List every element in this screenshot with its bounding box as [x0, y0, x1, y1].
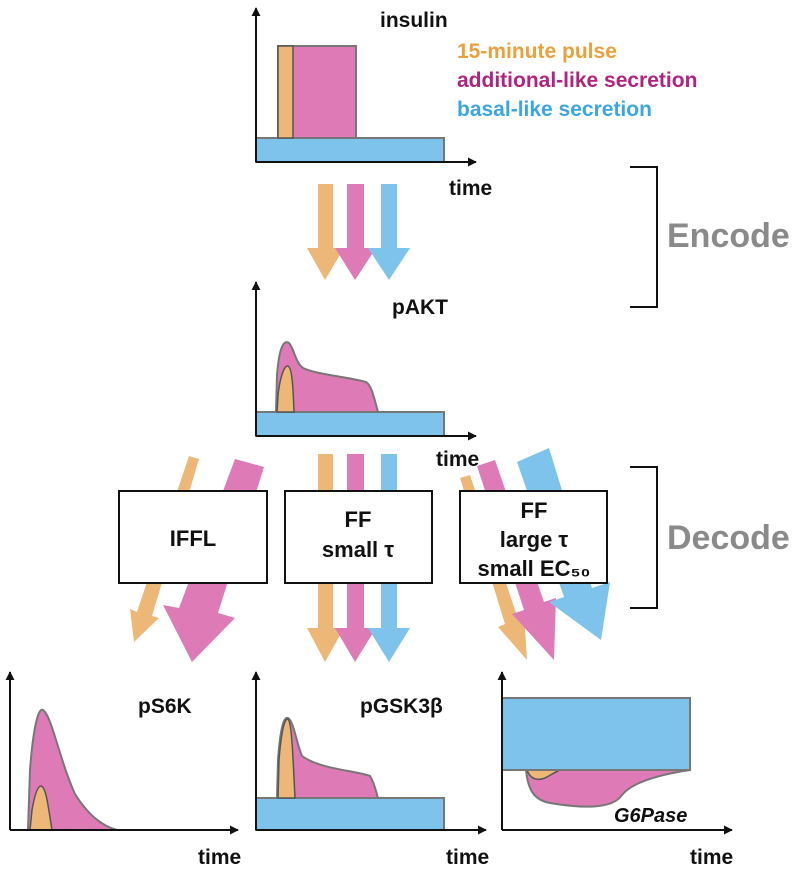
encode-arrow-pulse: [307, 184, 344, 280]
basal-block: [255, 137, 445, 163]
small-ec50-label: small EC₅₀: [478, 556, 591, 581]
pakt-label: pAKT: [392, 296, 448, 319]
additional-response: [275, 716, 380, 799]
pakt-plot: pAKT time: [251, 281, 479, 471]
decode-bracket: [630, 466, 658, 609]
ff-small-tau-box: FF small τ: [284, 490, 433, 584]
encode-label: Encode: [667, 217, 790, 255]
decode-label: Decode: [667, 519, 790, 557]
time-label: time: [449, 177, 492, 200]
pulse-block: [277, 45, 294, 139]
small-tau-label: small τ: [322, 537, 394, 562]
iffl-box: IFFL: [118, 490, 268, 584]
encode-arrow-basal: [368, 184, 410, 280]
time-label: time: [446, 846, 489, 869]
pgsk3b-label: pGSK3β: [360, 695, 443, 718]
pulse-response: [29, 785, 53, 831]
g6pase-label: G6Pase: [614, 805, 687, 827]
g6pase-plot: G6Pase time: [497, 671, 733, 869]
encode-bracket: [630, 166, 658, 308]
basal-block: [255, 797, 445, 831]
ps6k-label: pS6K: [138, 695, 192, 718]
encode-arrows: [307, 184, 410, 280]
legend-additional: additional-like secretion: [457, 69, 697, 92]
pulse-response: [525, 769, 561, 781]
insulin-label: insulin: [380, 9, 448, 32]
time-label: time: [690, 846, 733, 869]
legend-pulse: 15-minute pulse: [457, 40, 617, 63]
ps6k-plot: pS6K time: [5, 671, 241, 869]
pulse-response: [276, 365, 295, 413]
large-tau-label: large τ: [500, 527, 569, 552]
ff-large-tau-box: FF large τ small EC₅₀: [459, 490, 608, 584]
additional-response: [524, 769, 691, 808]
basal-block: [501, 697, 691, 771]
time-label: time: [198, 846, 241, 869]
pgsk3b-plot: pGSK3β time: [251, 671, 489, 869]
ff-label: FF: [521, 498, 548, 523]
ff-label: FF: [345, 507, 372, 532]
additional-response: [26, 708, 118, 831]
basal-block: [255, 411, 445, 437]
insulin-plot: insulin time 15-minute pulse additional-…: [251, 7, 697, 200]
legend-basal: basal-like secretion: [457, 98, 652, 121]
iffl-label: IFFL: [170, 526, 216, 551]
encode-arrow-additional: [335, 184, 376, 280]
time-label: time: [436, 448, 479, 471]
additional-response: [274, 341, 380, 413]
pulse-response: [277, 718, 296, 799]
